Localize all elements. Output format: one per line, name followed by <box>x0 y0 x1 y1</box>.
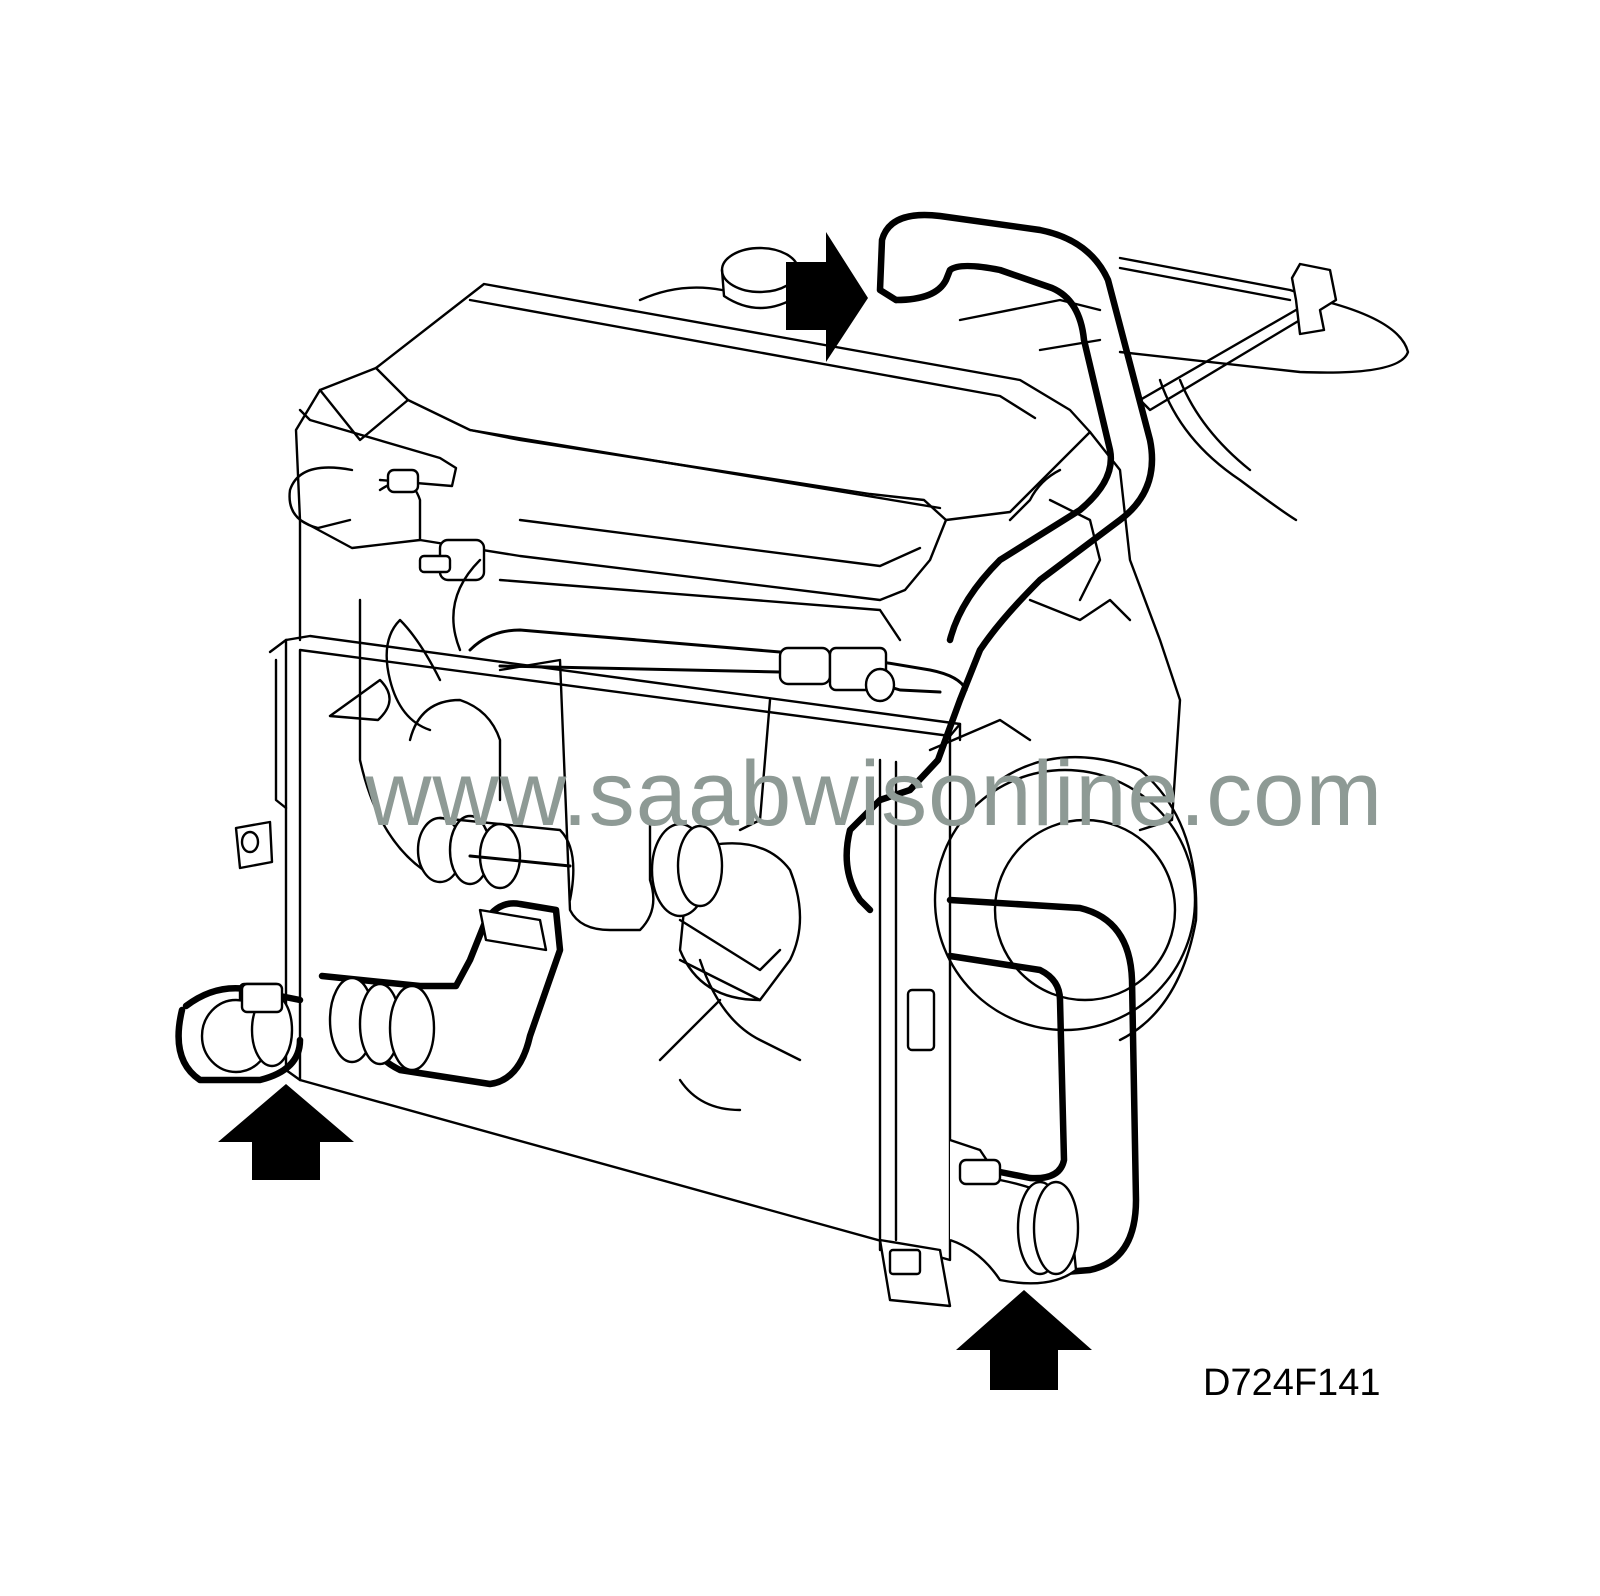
cylinder-head <box>294 388 948 602</box>
sensor-cap <box>386 468 420 494</box>
radiator <box>234 634 962 1308</box>
lower-left-hose <box>175 1006 304 1084</box>
valve-cover <box>374 282 1092 522</box>
right-radiator-hose <box>946 896 1140 1278</box>
vacuum-line <box>1118 256 1410 374</box>
arrow-right-icon <box>786 232 868 362</box>
coolant-hoses <box>175 211 1156 1285</box>
upper-hose <box>843 211 1156 914</box>
arrow-up-icon <box>218 1084 354 1180</box>
figure-code: D724F141 <box>1203 1362 1381 1404</box>
center-hose <box>678 842 802 1002</box>
radiator-core <box>298 648 952 1262</box>
arrow-up-icon <box>956 1290 1092 1390</box>
watermark-text: www.saabwisonline.com <box>365 743 1384 845</box>
engine-block <box>288 246 1410 1112</box>
